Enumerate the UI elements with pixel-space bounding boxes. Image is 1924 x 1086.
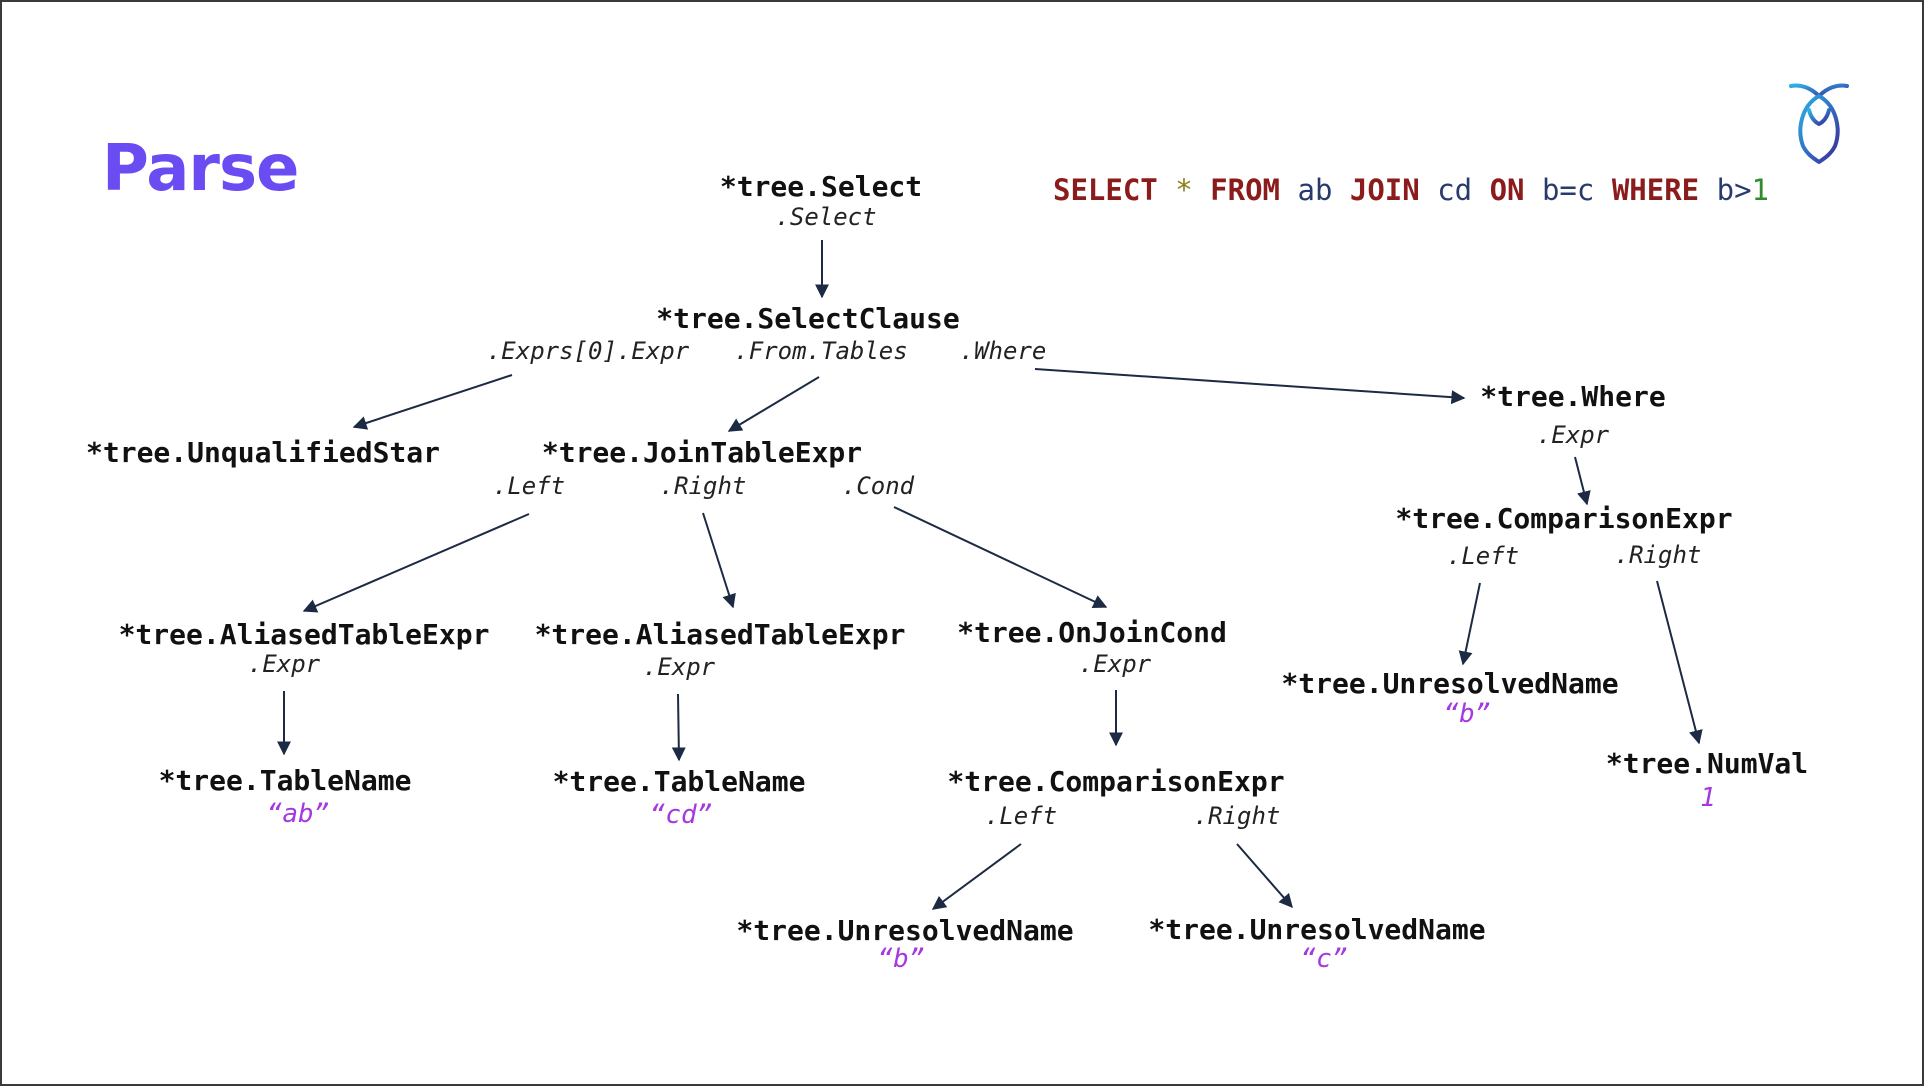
field-join-cond: .Cond [841,472,915,500]
sql-token [1280,173,1297,207]
node-where-comparisonexpr: *tree.ComparisonExpr [1395,502,1733,535]
sql-token [1699,173,1716,207]
field-join-comparison-left: .Left [984,802,1058,830]
sql-query: SELECT * FROM ab JOIN cd ON b=c WHERE b>… [1053,173,1769,207]
field-onjoincond-expr: .Expr [1078,650,1152,678]
sql-token [1594,173,1611,207]
node-unqualifiedstar: *tree.UnqualifiedStar [85,436,441,469]
field-aliased-left-expr: .Expr [247,650,321,678]
edge-aliased-right-to-table-cd [671,693,686,762]
sql-token: ON [1489,173,1525,207]
sql-token: 1 [1751,173,1769,207]
node-aliasedtableexpr-right: *tree.AliasedTableExpr [534,618,906,651]
value-where-unresolvedname-b: “b” [1443,699,1491,729]
value-numval: 1 [1700,783,1716,813]
sql-token: WHERE [1611,173,1700,207]
value-tablename-ab: “ab” [266,799,330,829]
node-join-comparisonexpr: *tree.ComparisonExpr [947,765,1285,798]
value-join-unresolvedname-c: “c” [1300,944,1348,974]
node-where: *tree.Where [1480,380,1666,413]
node-selectclause: *tree.SelectClause [656,302,960,335]
sql-token: b> [1716,173,1752,207]
node-numval: *tree.NumVal [1605,747,1809,780]
edge-exprs-to-unqualifiedstar [352,374,513,430]
sql-token [1525,173,1542,207]
node-join-unresolvedname-b: *tree.UnresolvedName [736,914,1074,947]
field-from-tables: .From.Tables [734,337,908,365]
field-where: .Where [959,337,1047,365]
cockroach-logo-icon [1789,83,1849,164]
edge-where-right-to-numval [1656,580,1703,745]
field-where-comparison-left: .Left [1446,542,1520,570]
sql-token: JOIN [1349,173,1420,207]
node-select: *tree.Select [719,170,923,203]
sql-token [1332,173,1349,207]
edge-left-to-aliased-left [302,513,530,613]
sql-token: ab [1297,173,1333,207]
node-onjoincond: *tree.OnJoinCond [957,616,1227,649]
sql-token: * [1175,173,1193,207]
edge-where-expr-to-comparison [1574,456,1591,506]
node-aliasedtableexpr-left: *tree.AliasedTableExpr [118,618,490,651]
sql-token [1193,173,1210,207]
edge-join-right-to-name-c [1236,843,1293,909]
node-join-unresolvedname-c: *tree.UnresolvedName [1148,913,1486,946]
sql-token: FROM [1210,173,1281,207]
slide-title: Parse [102,132,299,206]
field-join-left: .Left [492,472,566,500]
field-aliased-right-expr: .Expr [642,653,716,681]
sql-token [1472,173,1489,207]
edge-cond-to-onjoincond [893,506,1108,608]
sql-token: SELECT [1053,173,1158,207]
edge-where-to-where [1034,368,1466,405]
field-where-comparison-right: .Right [1614,541,1702,569]
sql-token [1420,173,1437,207]
field-join-comparison-right: .Right [1193,802,1281,830]
sql-token [1158,173,1175,207]
value-tablename-cd: “cd” [649,800,713,830]
field-select: .Select [775,203,877,231]
edge-where-left-to-name-b [1458,582,1481,666]
edge-from-to-jointableexpr [727,376,820,432]
sql-token: b=c [1541,173,1595,207]
value-join-unresolvedname-b: “b” [877,944,925,974]
field-where-expr: .Expr [1536,421,1610,449]
edge-join-left-to-name-b [931,843,1022,910]
field-exprs: .Exprs[0].Expr [486,337,690,365]
edge-right-to-aliased-right [702,512,736,609]
field-join-right: .Right [659,472,747,500]
sql-token: cd [1437,173,1473,207]
node-jointableexpr: *tree.JoinTableExpr [541,436,863,469]
node-tablename-cd: *tree.TableName [552,765,806,798]
node-where-unresolvedname-b: *tree.UnresolvedName [1281,667,1619,700]
node-tablename-ab: *tree.TableName [158,764,412,797]
